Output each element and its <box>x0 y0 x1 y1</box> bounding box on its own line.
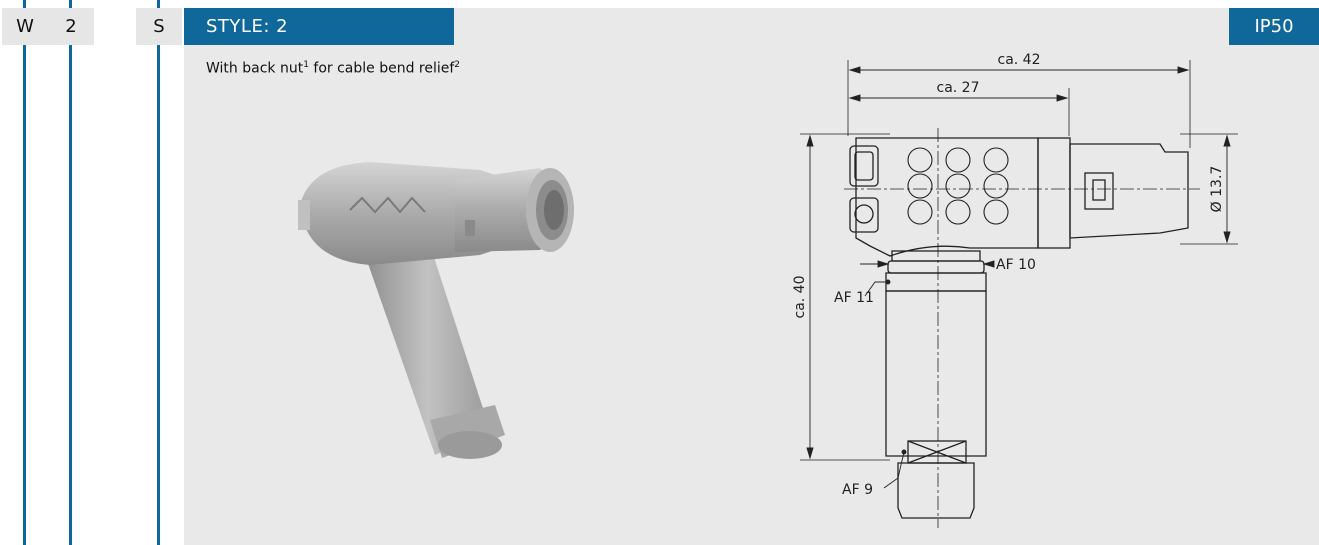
header-strip <box>454 8 1229 45</box>
column-line-2 <box>69 45 72 545</box>
ip-rating-badge: IP50 <box>1229 8 1319 45</box>
style-title: STYLE: 2 <box>206 16 289 37</box>
code-cell-2: 2 <box>48 8 94 45</box>
dim-body-length: ca. 27 <box>937 80 980 96</box>
description: With back nut1 for cable bend relief2 <box>206 60 461 77</box>
column-line-1 <box>23 45 26 545</box>
column-line-2-top <box>69 0 72 8</box>
column-line-1-top <box>23 0 26 8</box>
dim-af11: AF 11 <box>834 290 874 306</box>
dim-overall-length: ca. 42 <box>998 52 1041 68</box>
dim-diameter: Ø 13.7 <box>1209 166 1225 213</box>
column-line-3 <box>157 45 160 545</box>
dim-af9: AF 9 <box>842 482 873 498</box>
content-panel <box>184 45 1319 545</box>
dim-height: ca. 40 <box>792 276 808 319</box>
column-line-3-top <box>157 0 160 8</box>
code-cell-1: W <box>2 8 48 45</box>
technical-drawing: ca. 42 ca. 27 ca. 40 Ø 13.7 AF 10 AF 11 … <box>792 52 1238 528</box>
code-cell-3: S <box>136 8 182 45</box>
dim-af10: AF 10 <box>996 257 1036 273</box>
connector-photo <box>298 162 574 459</box>
style-header-bar <box>184 8 454 45</box>
